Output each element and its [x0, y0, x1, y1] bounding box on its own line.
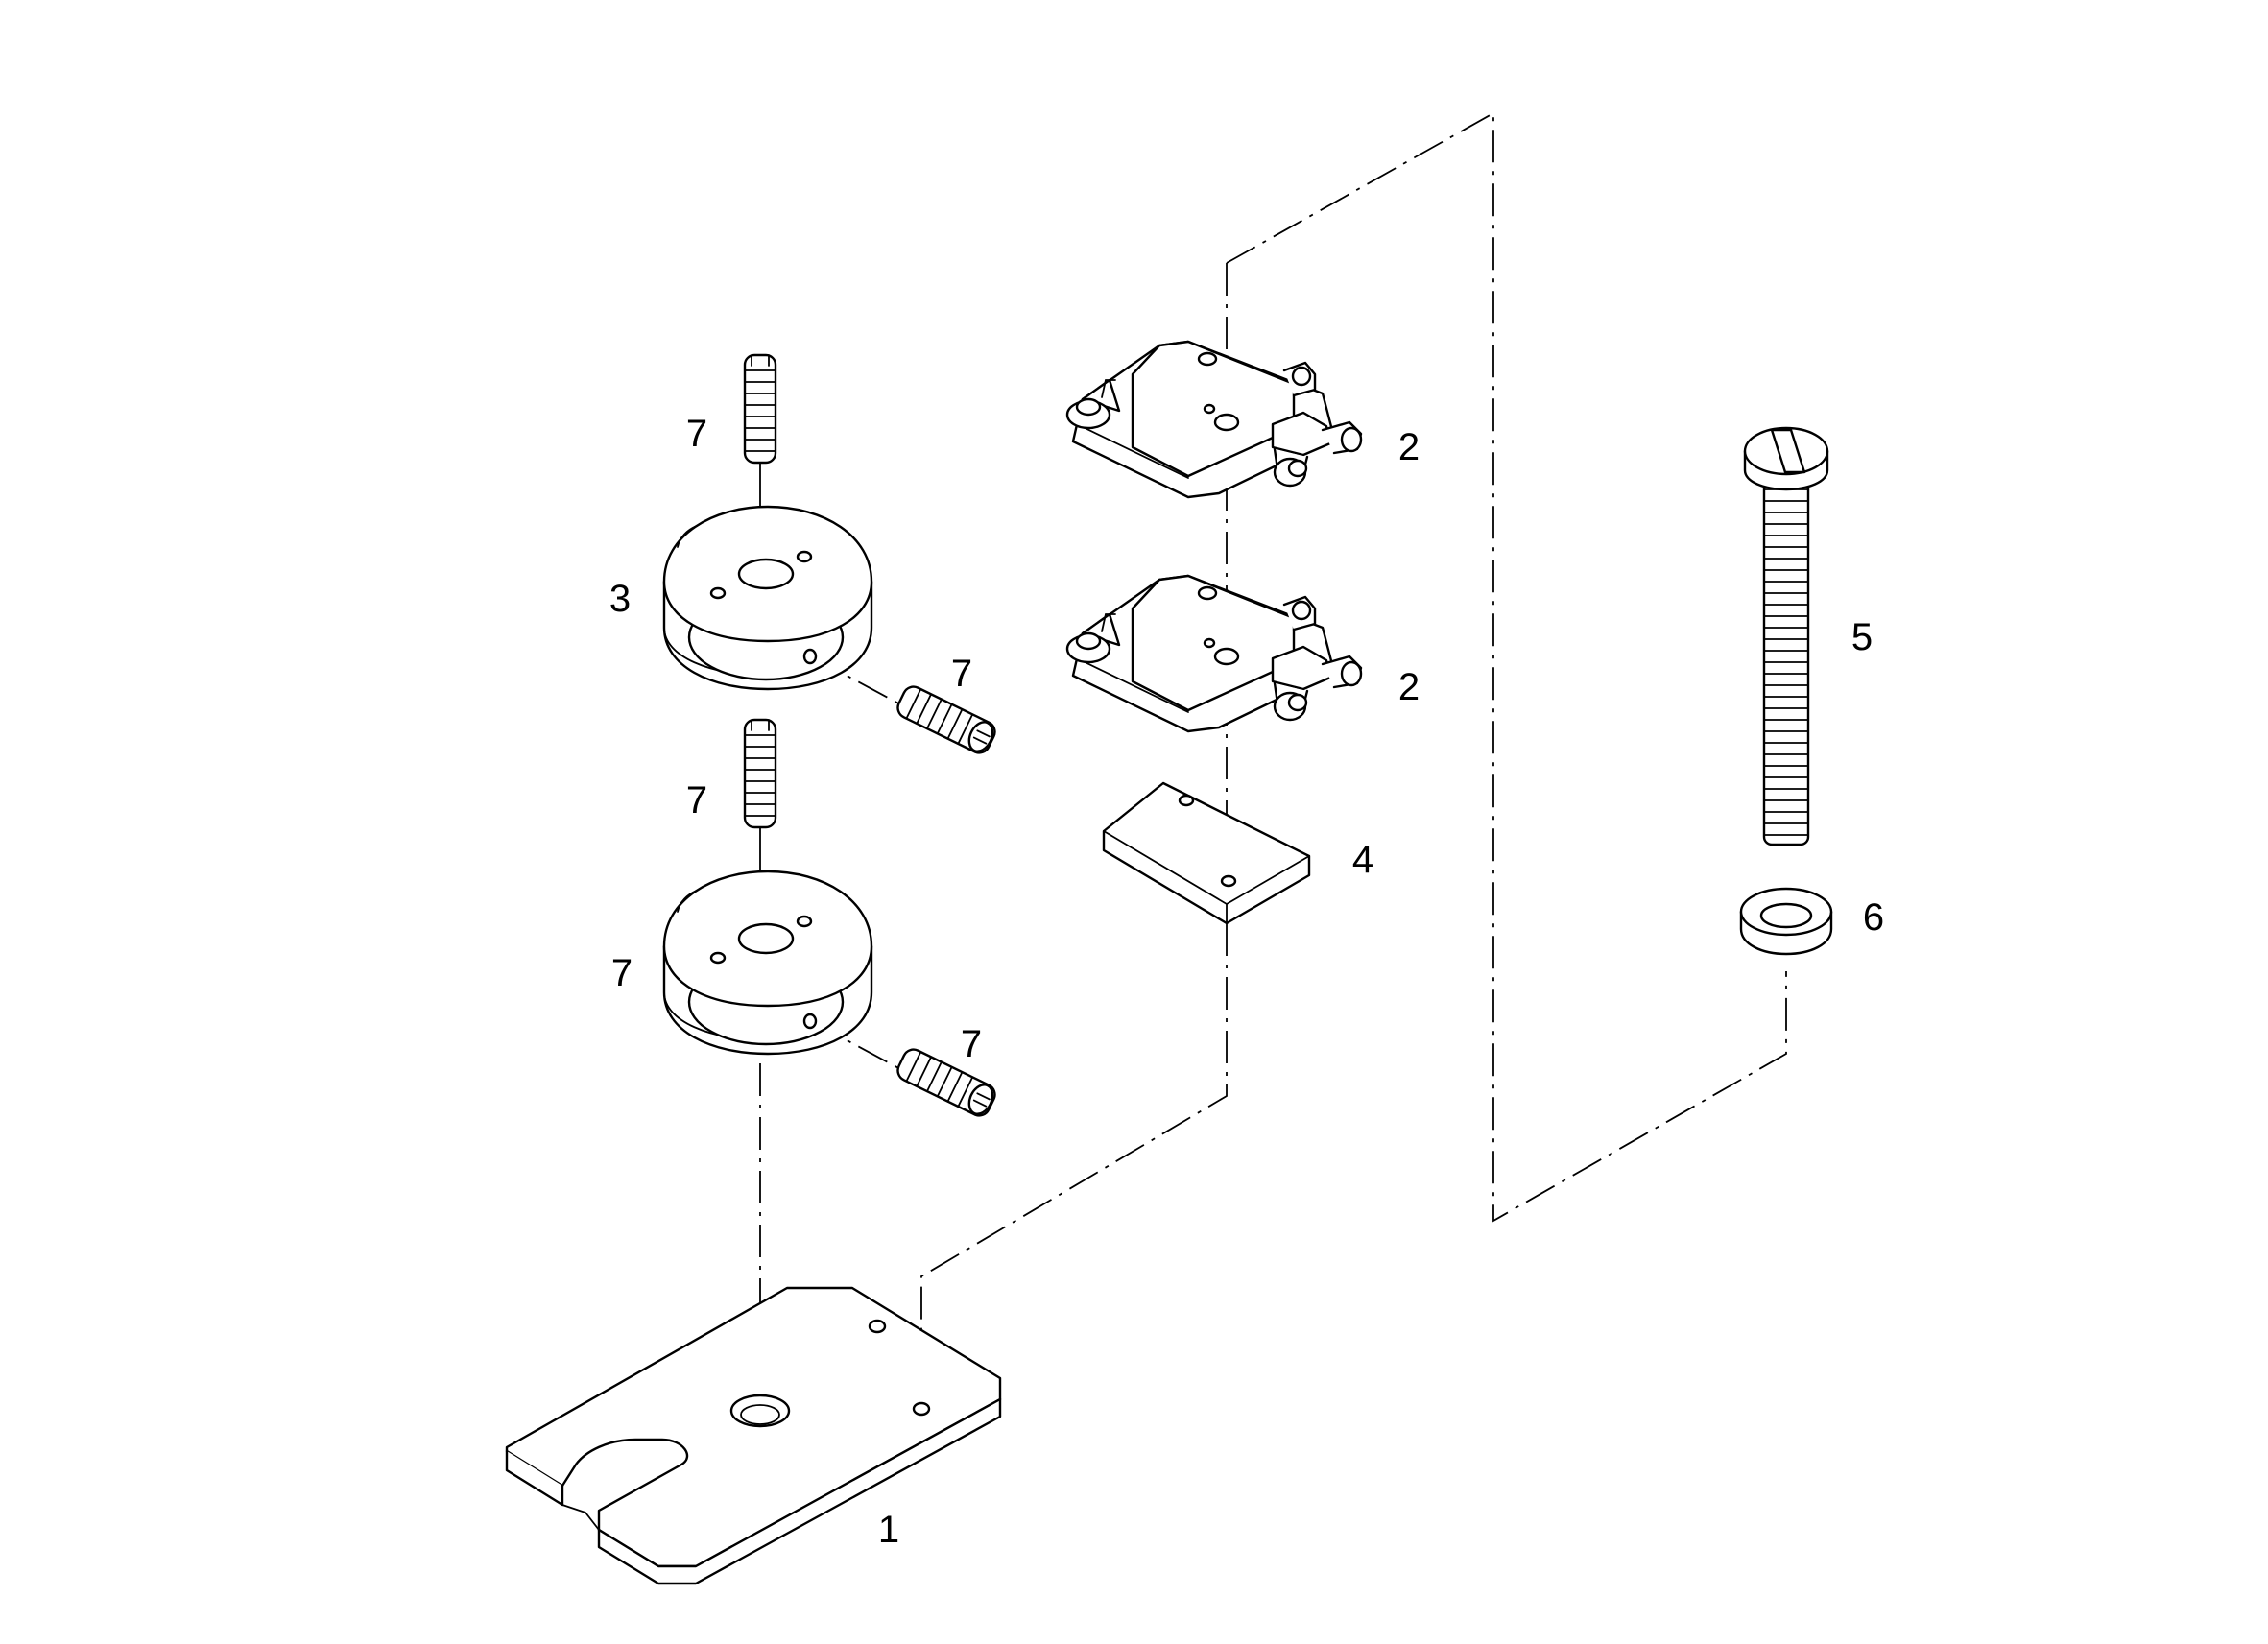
callout-labels: 1 2 2 3 4 5 6 7 7 7 7 7	[609, 413, 1884, 1551]
assembly-center-lines	[759, 111, 1787, 1409]
setscrew-side-lower	[893, 1044, 1000, 1121]
microswitch-lower	[1065, 574, 1363, 733]
callout-washer: 6	[1863, 896, 1884, 939]
callout-cam-upper: 3	[609, 578, 631, 620]
base-plate	[505, 1286, 1002, 1585]
cam-upper	[662, 505, 873, 691]
cam-lower	[662, 870, 873, 1056]
callout-setscrew-top-lower: 7	[686, 779, 707, 822]
callout-microswitch-lower: 2	[1398, 666, 1420, 708]
callout-microswitch-upper: 2	[1398, 426, 1420, 468]
callout-setscrew-side-lower: 7	[961, 1023, 982, 1065]
callout-setscrew-side-upper: 7	[951, 653, 972, 695]
callout-setscrew-top-upper: 7	[686, 413, 707, 455]
washer	[1739, 887, 1833, 956]
cheese-head-screw	[1743, 426, 1829, 846]
insulating-plate	[1102, 781, 1311, 925]
callout-screw: 5	[1851, 616, 1873, 658]
microswitch-upper	[1065, 340, 1363, 499]
setscrew-top-upper	[743, 353, 777, 465]
setscrew-top-lower	[743, 718, 777, 829]
callout-insulating-plate: 4	[1352, 839, 1373, 881]
setscrew-side-upper	[893, 681, 1000, 758]
callout-base-plate: 1	[878, 1509, 899, 1551]
callout-cam-lower: 7	[611, 952, 633, 994]
